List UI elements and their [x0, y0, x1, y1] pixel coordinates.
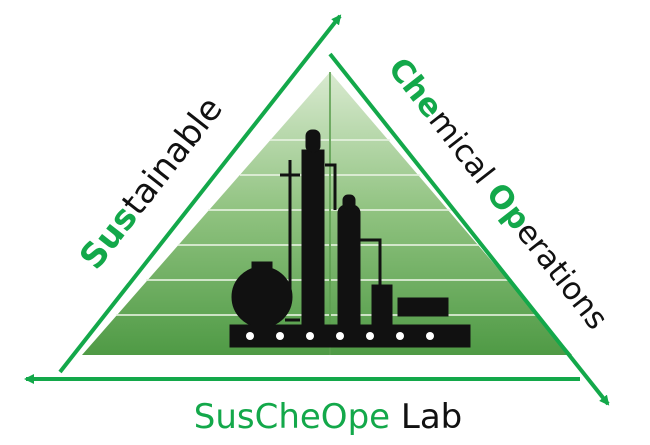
refinery-icon [229, 129, 471, 348]
left-arrow [58, 14, 342, 374]
pyramid-background [82, 72, 572, 355]
right-arrow [328, 52, 610, 406]
sustainable-rest: tainable [114, 89, 230, 222]
lab-name: SusCheOpe Lab [194, 397, 463, 437]
lab-name-highlight: SusCheOpe [194, 397, 390, 437]
lab-name-rest: Lab [390, 397, 462, 437]
